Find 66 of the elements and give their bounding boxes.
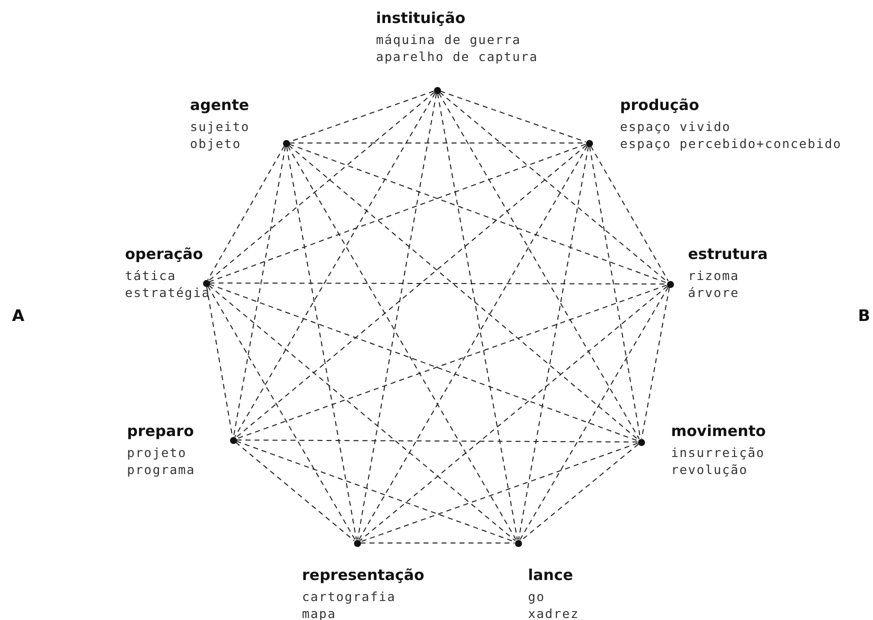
dashed-line: [208, 92, 435, 282]
dashed-line: [287, 146, 517, 540]
term-heading: operação: [125, 245, 204, 264]
side-letter: B: [858, 306, 870, 325]
point-dot: [354, 540, 360, 546]
dashed-line: [288, 144, 668, 284]
term-heading: movimento: [671, 422, 766, 441]
dashed-line: [286, 146, 357, 540]
term-item: go: [528, 588, 546, 605]
term-item: estratégia: [125, 284, 210, 301]
dashed-line: [360, 442, 638, 542]
side-letter: A: [12, 306, 24, 325]
point-dot: [202, 280, 210, 286]
term-item: projeto: [127, 444, 188, 461]
dashed-line: [519, 286, 669, 540]
dashed-line: [235, 144, 587, 438]
term-heading: estrutura: [688, 245, 768, 264]
dashed-line: [360, 542, 515, 544]
term-item: tática: [125, 267, 178, 284]
dashed-line: [357, 92, 437, 540]
dashed-line: [641, 286, 670, 440]
dashed-line: [520, 444, 639, 542]
term-item: aparelho de captura: [376, 48, 538, 65]
dashed-line: [208, 284, 516, 542]
term-heading: produção: [620, 96, 700, 115]
dashed-line: [358, 146, 588, 540]
term-item: rizoma: [688, 267, 740, 284]
point-dot: [666, 280, 674, 288]
dashed-line: [207, 286, 356, 540]
term-heading: preparo: [127, 422, 195, 441]
term-item: insurreição: [671, 444, 766, 461]
term-heading: representação: [302, 566, 424, 585]
term-item: cartografia: [302, 588, 397, 605]
dashed-line: [208, 144, 586, 282]
dashed-line: [235, 442, 355, 542]
term-heading: lance: [528, 566, 574, 585]
point-dot: [514, 540, 522, 546]
term-heading: instituição: [376, 9, 466, 28]
point-dot: [434, 86, 440, 94]
term-item: programa: [127, 461, 196, 478]
term-item: espaço vivido: [620, 118, 732, 135]
dashed-line: [359, 286, 668, 542]
term-item: árvore: [688, 284, 740, 301]
term-item: sujeito: [190, 118, 250, 135]
dashed-line: [518, 146, 589, 540]
dashed-line: [437, 92, 518, 540]
term-item: xadrez: [528, 605, 580, 620]
term-item: objeto: [190, 135, 242, 152]
dashed-line: [590, 146, 669, 282]
term-item: espaço percebido+concebido: [620, 135, 842, 152]
term-heading: agente: [190, 96, 250, 115]
dashed-line: [233, 146, 286, 438]
dashed-line: [439, 92, 668, 282]
dashed-line: [234, 92, 436, 438]
term-item: máquina de guerra: [376, 31, 522, 48]
dashed-line: [236, 440, 638, 442]
point-dot: [282, 140, 290, 146]
point-dot: [586, 140, 592, 146]
dashed-line: [440, 90, 586, 142]
dashed-line: [288, 144, 639, 440]
point-dot: [638, 438, 644, 446]
term-item: revolução: [671, 461, 749, 478]
dashed-line: [207, 146, 285, 280]
point-dot: [230, 436, 236, 444]
dashed-line: [438, 92, 640, 440]
dashed-line: [209, 282, 667, 284]
